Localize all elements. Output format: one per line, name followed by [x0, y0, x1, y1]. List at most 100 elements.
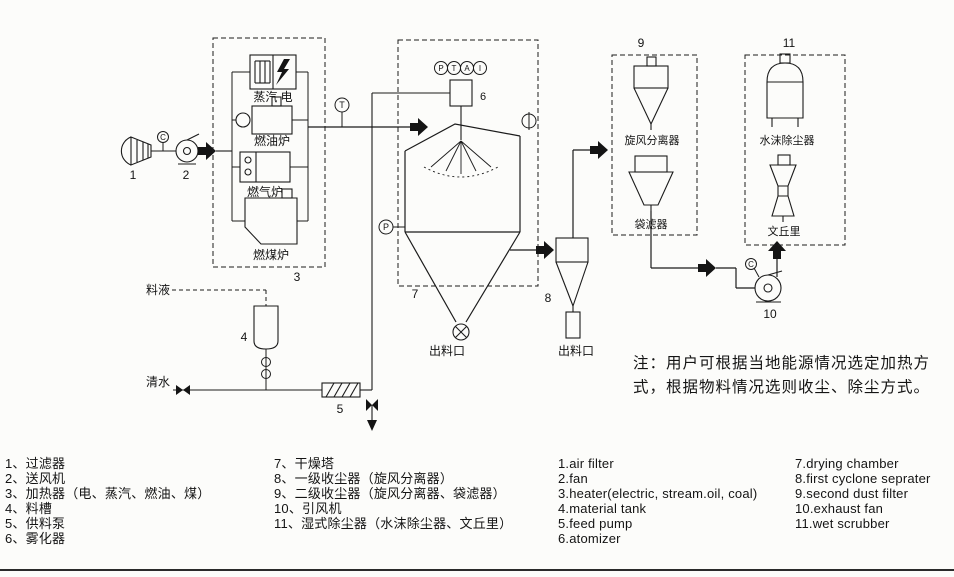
legend-item-en-3: 3.heater(electric, stream.oil, coal) — [558, 486, 758, 501]
oil-furnace-icon — [235, 96, 293, 135]
fan-motor-right-label: C — [748, 260, 754, 269]
fan-motor-right-icon — [745, 258, 760, 278]
atomizer-icon — [449, 79, 473, 140]
legend-item-cn-1: 1、过滤器 — [5, 456, 66, 471]
legend-item-en-5: 5.feed pump — [558, 516, 633, 531]
water-inlet-valve-icon — [176, 385, 190, 395]
water-film-collector-icon — [766, 53, 804, 127]
legend-en-column-2: 7.drying chamber 8.first cyclone seprate… — [795, 456, 931, 531]
instrument-a: A — [464, 64, 470, 73]
legend-item-en-10: 10.exhaust fan — [795, 501, 884, 516]
tower-discharge-label: 出料口 — [429, 344, 465, 358]
legend-item-en-7: 7.drying chamber — [795, 456, 899, 471]
legend-item-en-11: 11.wet scrubber — [795, 516, 890, 531]
clean-water-label: 清水 — [146, 375, 170, 389]
legend-item-cn-8: 8、一级收尘器（旋风分离器） — [274, 471, 454, 486]
legend-item-cn-11: 11、湿式除尘器（水沫除尘器、文丘里） — [274, 516, 513, 531]
instrument-circles-ptai — [434, 61, 487, 75]
fan-motor-left-icon — [157, 131, 169, 151]
legend-item-en-8: 8.first cyclone seprater — [795, 471, 931, 486]
coal-furnace-label: 燃煤炉 — [253, 247, 289, 262]
legend-en-column-1: 1.air filter 2.fan 3.heater(electric, st… — [558, 456, 757, 546]
feed-pump-icon — [321, 382, 361, 398]
legend-item-cn-2: 2、送风机 — [5, 471, 66, 486]
legend-cn-column-1: 1、过滤器 2、送风机 3、加热器（电、蒸汽、燃油、煤） 4、料槽 5、供料泵 … — [5, 456, 210, 546]
legend-item-cn-7: 7、干燥塔 — [274, 456, 335, 471]
tank-outlet-valves — [261, 349, 271, 390]
legend-item-cn-6: 6、雾化器 — [5, 531, 66, 546]
cyclone-outlet-duct — [572, 149, 590, 238]
instrument-i: I — [479, 64, 481, 73]
number-wet-scrubber: 11 — [783, 36, 796, 50]
drain-arrow-down — [367, 420, 377, 431]
temperature-gauge-label: T — [339, 100, 345, 110]
flow-arrow-into-scrubber — [768, 241, 786, 259]
legend-item-en-1: 1.air filter — [558, 456, 614, 471]
number-pump: 5 — [337, 402, 344, 416]
flow-arrow-into-heater — [198, 142, 216, 160]
valve-icon-top-right — [521, 112, 537, 130]
tower-dashed-box — [397, 39, 539, 287]
note-line-2: 式，根据物料情况选则收尘、除尘方式。 — [633, 378, 930, 396]
flow-arrow-to-fan — [698, 259, 716, 277]
drain-valve-icon — [366, 399, 378, 411]
pressure-gauge-label: P — [383, 222, 389, 232]
feed-riser-pipe — [360, 92, 450, 391]
feed-liquid-pipe — [172, 289, 267, 306]
flow-arrow-into-tower — [410, 118, 428, 136]
instrument-p: P — [438, 64, 443, 73]
supply-fan-icon — [175, 133, 200, 165]
legend-item-en-9: 9.second dust filter — [795, 486, 909, 501]
temperature-gauge-icon — [334, 97, 350, 127]
number-exhaust-fan: 10 — [763, 307, 777, 321]
note-line-1: 注：用户可根据当地能源情况选定加热方 — [633, 354, 930, 372]
legend-item-cn-10: 10、引风机 — [274, 501, 342, 516]
legend-item-cn-5: 5、供料泵 — [5, 516, 66, 531]
heater-manifold-pipes — [231, 71, 309, 222]
fan-motor-left-label: C — [160, 133, 166, 142]
legend-item-en-4: 4.material tank — [558, 501, 647, 516]
number-atomizer: 6 — [480, 91, 486, 103]
number-filter: 1 — [130, 168, 137, 182]
legend-item-en-2: 2.fan — [558, 471, 588, 486]
flow-arrow-into-second-filter — [590, 141, 608, 159]
first-cyclone-icon — [555, 237, 589, 339]
legend-item-en-6: 6.atomizer — [558, 531, 621, 546]
instrument-t: T — [452, 64, 457, 73]
fan-inlet-duct — [650, 211, 755, 289]
exhaust-fan-icon — [754, 270, 783, 303]
venturi-icon — [769, 154, 797, 222]
wet-scrubber-dashed-box — [744, 54, 846, 246]
heater-group-dashed-box — [212, 37, 326, 268]
cyclone-separator-label: 旋风分离器 — [625, 133, 680, 147]
bag-filter-icon — [628, 155, 674, 211]
air-filter-symbol — [120, 136, 152, 166]
flow-arrow-to-cyclone — [536, 241, 554, 259]
number-heater: 3 — [294, 270, 301, 284]
number-second-filter: 9 — [638, 36, 645, 50]
number-fan: 2 — [183, 168, 190, 182]
oil-furnace-label: 燃油炉 — [254, 133, 290, 148]
cyclone-separator-icon — [633, 56, 669, 130]
water-film-collector-label: 水沫除尘器 — [760, 133, 815, 147]
pressure-gauge-icon — [378, 219, 405, 235]
legend-item-cn-4: 4、料槽 — [5, 501, 53, 516]
tower-discharge-valve-icon — [452, 323, 470, 341]
coal-furnace-icon — [244, 188, 298, 245]
number-cyclone: 8 — [545, 291, 552, 305]
legend-cn-column-2: 7、干燥塔 8、一级收尘器（旋风分离器） 9、二级收尘器（旋风分离器、袋滤器） … — [274, 456, 512, 531]
cyclone-discharge-label: 出料口 — [558, 344, 594, 358]
steam-electric-heater-icon — [249, 54, 297, 90]
material-tank-icon — [253, 305, 279, 350]
gas-furnace-label: 燃气炉 — [247, 184, 283, 199]
spray-pattern — [423, 140, 499, 178]
drying-tower-icon — [404, 123, 521, 323]
legend-item-cn-3: 3、加热器（电、蒸汽、燃油、煤） — [5, 486, 211, 501]
legend-item-cn-9: 9、二级收尘器（旋风分离器、袋滤器） — [274, 486, 506, 501]
number-tower: 7 — [412, 287, 419, 301]
number-tank: 4 — [241, 330, 248, 344]
process-flow-diagram: C 1 2 蒸汽 电 燃油炉 — [120, 36, 930, 431]
second-filter-dashed-box — [611, 54, 698, 236]
venturi-label: 文丘里 — [768, 224, 801, 238]
